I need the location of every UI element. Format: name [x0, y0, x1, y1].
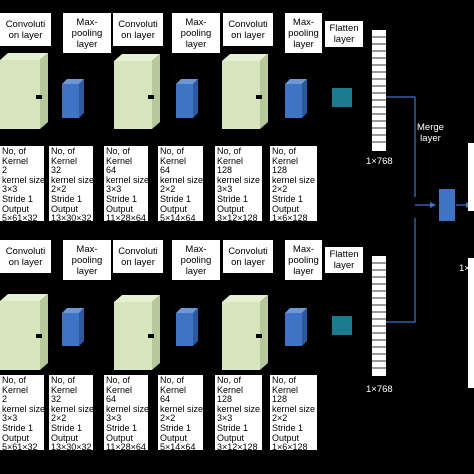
- flatten-vector-column: [372, 256, 386, 376]
- top-branch-connector: [386, 96, 416, 197]
- pool-block-1: [62, 308, 84, 346]
- layer-info-box: No, of Kernel 64 kernel size 2×2 Stride …: [158, 375, 203, 450]
- pool-block-2: [176, 79, 198, 118]
- conv-layer-label: Convoluti on layer: [113, 13, 163, 46]
- layer-info-box: No, of Kernel 2 kernel size 3×3 Stride 1…: [0, 146, 44, 221]
- output-column-partial-lower: [468, 258, 474, 388]
- pool-block-1: [62, 79, 84, 118]
- pool-block-3: [285, 308, 307, 346]
- merge-block: [439, 189, 455, 221]
- branch-top: [0, 30, 386, 151]
- flatten-layer-label: Flatten layer: [325, 21, 363, 47]
- pooling-layer-label: Max- pooling layer: [63, 13, 111, 53]
- pooling-layer-label: Max- pooling layer: [172, 240, 220, 280]
- pooling-layer-label: Max- pooling layer: [285, 240, 322, 280]
- flatten-size-label: 1×768: [366, 156, 393, 167]
- flatten-vector-column: [372, 30, 386, 151]
- bottom-branch-connector: [386, 218, 416, 323]
- layer-info-box: No, of Kernel 32 kernel size 2×2 Stride …: [49, 146, 93, 221]
- conv-block-3: [222, 54, 268, 129]
- conv-layer-label: Convoluti on layer: [0, 240, 51, 273]
- layer-info-box: No, of Kernel 128 kernel size 3×3 Stride…: [215, 375, 262, 450]
- conv-block-1: [0, 294, 48, 370]
- conv-layer-label: Convoluti on layer: [113, 240, 163, 273]
- pooling-layer-label: Max- pooling layer: [172, 13, 220, 53]
- layer-info-box: No, of Kernel 32 kernel size 2×2 Stride …: [49, 375, 93, 450]
- conv-block-2: [114, 54, 160, 129]
- layer-info-box: No, of Kernel 128 kernel size 3×3 Stride…: [215, 146, 262, 221]
- merge-connectors: [386, 96, 468, 323]
- pool-block-3: [285, 79, 307, 118]
- output-column-partial: [468, 143, 474, 211]
- pool-block-2: [176, 308, 198, 346]
- layer-info-box: No, of Kernel 64 kernel size 2×2 Stride …: [158, 146, 203, 221]
- flatten-block: [332, 88, 352, 107]
- conv-layer-label: Convoluti on layer: [223, 13, 273, 46]
- conv-layer-label: Convoluti on layer: [223, 240, 273, 273]
- layer-info-box: No, of Kernel 128 kernel size 2×2 Stride…: [270, 146, 317, 221]
- layer-info-box: No, of Kernel 64 kernel size 3×3 Stride …: [104, 375, 148, 450]
- layer-info-box: No, of Kernel 128 kernel size 2×2 Stride…: [270, 375, 317, 450]
- layer-info-box: No, of Kernel 2 kernel size 3×3 Stride 1…: [0, 375, 44, 450]
- merge-arrowhead: [430, 202, 436, 208]
- branch-bottom: [0, 256, 386, 376]
- layer-info-box: No, of Kernel 64 kernel size 3×3 Stride …: [104, 146, 148, 221]
- conv-block-1: [0, 53, 48, 129]
- conv-block-3: [222, 295, 268, 370]
- flatten-block: [332, 316, 352, 335]
- flatten-size-label: 1×768: [366, 384, 393, 395]
- pooling-layer-label: Max- pooling layer: [285, 13, 322, 53]
- merge-output-size-label: 1×: [459, 263, 470, 274]
- pooling-layer-label: Max- pooling layer: [63, 240, 111, 280]
- conv-layer-label: Convoluti on layer: [0, 13, 51, 46]
- merge-layer-label: Merge layer: [417, 122, 444, 144]
- flatten-layer-label: Flatten layer: [325, 247, 363, 273]
- conv-block-2: [114, 295, 160, 370]
